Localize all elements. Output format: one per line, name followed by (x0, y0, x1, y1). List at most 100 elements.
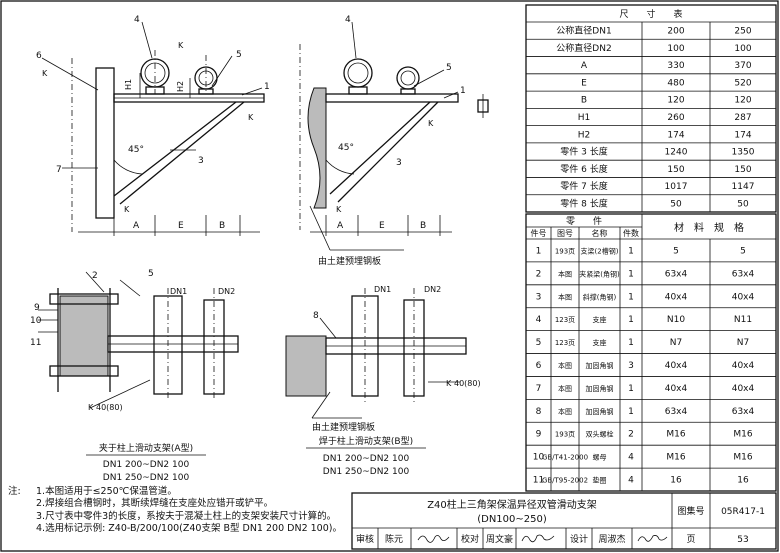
dim-row-label: 零件 8 长度 (560, 197, 607, 209)
part-row-name: 螺母 (593, 453, 607, 462)
embed-plate-label-b: 由土建预埋钢板 (312, 421, 375, 433)
parts-group-header: 零 件 (566, 215, 602, 227)
part-row-name: 加固角钢 (586, 384, 614, 393)
dn2-label-b: DN2 (424, 285, 441, 294)
part-row-material-1: 5 (673, 246, 679, 256)
dim-row-value-2: 150 (734, 165, 751, 175)
part-row-qty: 1 (628, 407, 634, 417)
page-number: 53 (737, 535, 748, 545)
part-row-no: 4 (536, 315, 542, 325)
part-row-no: 6 (536, 361, 542, 371)
caption-b-line1: DN1 200~DN2 100 (323, 454, 410, 464)
angle-label-b: 45° (338, 143, 354, 153)
dim-row-value-1: 480 (667, 78, 684, 88)
dim-row-value-1: 174 (667, 130, 684, 140)
dim-e-label: E (178, 221, 184, 231)
leader-5-plan: 5 (148, 269, 154, 279)
part-row-material-2: 5 (740, 246, 746, 256)
part-row-no: 8 (536, 407, 542, 417)
part-row-no: 1 (536, 246, 542, 256)
part-row-material-2: 40x4 (732, 292, 755, 302)
part-row-drawing: 193页 (555, 247, 575, 255)
title-block: Z40柱上三角架保温异径双管滑动支架 (DN100~250) 图集号 05R41… (351, 492, 777, 550)
weld-k-1: K (42, 69, 48, 78)
review-label: 审核 (356, 533, 374, 545)
part-row-no: 2 (536, 269, 542, 279)
part-row-drawing: 本图 (558, 407, 572, 416)
part-row-qty: 2 (628, 430, 634, 440)
leader-2: 2 (92, 271, 98, 281)
reviewer-signature (417, 535, 450, 543)
part-row-drawing: 123页 (555, 339, 575, 347)
dim-row-value-2: 250 (734, 27, 751, 37)
part-row-name: 支座 (593, 338, 607, 347)
part-row-material-1: M16 (666, 453, 685, 463)
dim-row-value-1: 330 (667, 61, 684, 71)
part-row-qty: 1 (628, 269, 634, 279)
leader-4-b: 4 (345, 15, 351, 25)
part-row-drawing: 本图 (558, 384, 572, 393)
leader-5-b: 5 (446, 63, 452, 73)
weld-k-plan: K (88, 403, 94, 412)
part-row-qty: 1 (628, 246, 634, 256)
part-row-material-2: 63x4 (732, 407, 755, 417)
note-4: 4.选用标记示例: Z40-B/200/100(Z40支架 B型 DN1 200… (36, 523, 342, 535)
part-row-drawing: 本图 (558, 292, 572, 301)
weld-k-b1: K (428, 119, 434, 128)
leader-11: 11 (30, 338, 41, 348)
part-row-material-1: N10 (667, 315, 685, 325)
dim-row-value-2: 100 (734, 44, 751, 54)
weld-k-2: K (178, 41, 184, 50)
material-header: 材 料 规 格 (674, 221, 744, 234)
weld-k-4: K (248, 113, 254, 122)
caption-b-line2: DN1 250~DN2 100 (323, 467, 410, 477)
part-row-name: 夹紧梁(角钢) (579, 269, 620, 278)
part-row-qty: 4 (628, 453, 634, 463)
atlas-label: 图集号 (677, 505, 704, 517)
part-row-material-1: N7 (670, 338, 682, 348)
dim-row-value-2: 370 (734, 61, 751, 71)
dim-row-label: 零件 6 长度 (560, 163, 607, 175)
part-row-name: 双头螺栓 (586, 430, 614, 439)
dim-row-value-1: 1017 (665, 182, 688, 192)
checker-signature (521, 534, 555, 543)
part-row-drawing: GB/T95-2002 (542, 477, 588, 485)
weld-note-b: 40(80) (454, 379, 481, 388)
weld-k-b2: K (336, 205, 342, 214)
design-label: 设计 (570, 533, 588, 545)
part-row-material-2: 63x4 (732, 269, 755, 279)
part-row-material-2: M16 (733, 453, 752, 463)
part-row-drawing: GB/T41-2000 (542, 454, 588, 462)
part-row-material-1: 40x4 (665, 384, 688, 394)
dim-row-label: 零件 3 长度 (560, 146, 607, 158)
caption-a-line1: DN1 200~DN2 100 (103, 460, 190, 470)
part-row-drawing: 本图 (558, 269, 572, 278)
dim-row-label: B (581, 96, 587, 106)
part-row-material-1: 16 (670, 476, 682, 486)
dim-row-label: 零件 7 长度 (560, 180, 607, 192)
leader-1-b: 1 (460, 86, 466, 96)
col-header-qty: 件数 (623, 228, 639, 238)
atlas-number: 05R417-1 (721, 507, 765, 517)
part-row-material-2: 40x4 (732, 384, 755, 394)
dim-e-label-b: E (379, 221, 385, 231)
part-row-material-2: 16 (737, 476, 749, 486)
col-header-name: 名称 (592, 228, 608, 238)
part-row-name: 斜撑(角钢) (583, 292, 617, 301)
checker-name: 周文豪 (486, 533, 513, 545)
col-header-no: 件号 (531, 228, 547, 238)
note-1: 1.本图适用于≤250℃保温管道。 (36, 486, 177, 497)
part-row-material-2: N11 (734, 315, 752, 325)
dn1-label: DN1 (170, 287, 187, 296)
leader-6: 6 (36, 51, 42, 61)
embed-plate-label: 由土建预埋钢板 (318, 255, 381, 267)
dim-row-value-2: 1350 (732, 148, 755, 158)
part-row-material-1: 40x4 (665, 361, 688, 371)
part-row-no: 11 (533, 476, 544, 486)
dim-b-label-b: B (420, 221, 426, 231)
dim-row-value-1: 260 (667, 113, 684, 123)
part-row-material-2: N7 (737, 338, 749, 348)
leader-9: 9 (34, 303, 40, 313)
